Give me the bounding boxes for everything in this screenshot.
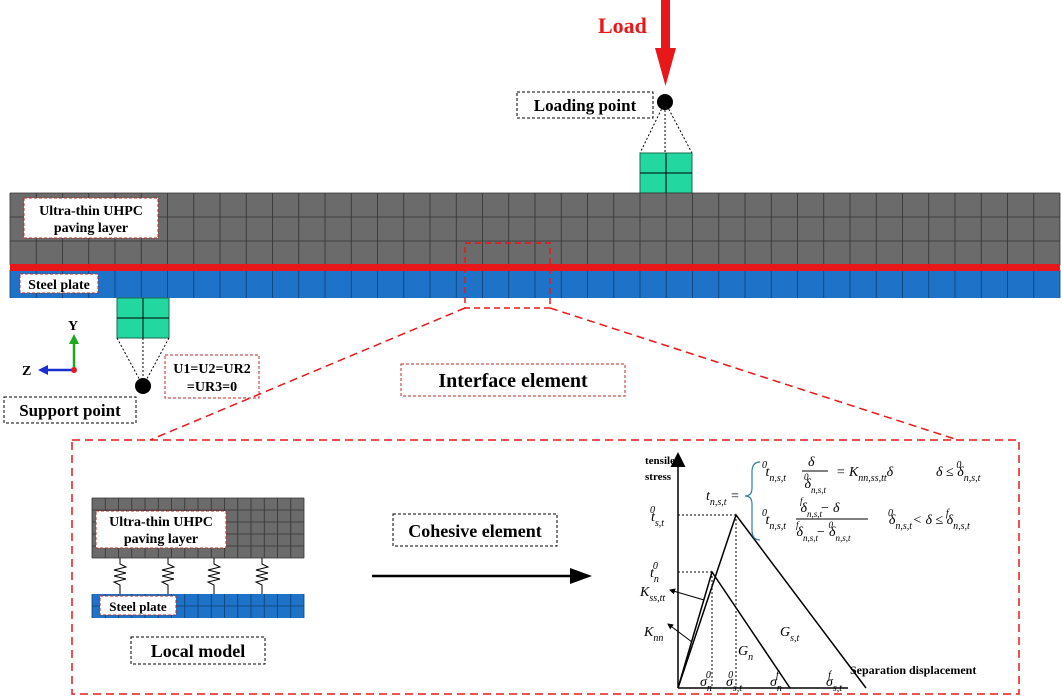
graph-xlabel: Separation displacement — [850, 663, 976, 677]
svg-text:σn0: σn0 — [700, 670, 712, 694]
local-steel-label-box — [99, 595, 177, 616]
loading-point-label: Loading point — [534, 96, 637, 115]
beam-mesh-grid — [9, 192, 1061, 298]
beam-uhpc-label-line1: Ultra-thin UHPC — [39, 204, 143, 219]
support-point-box — [3, 396, 137, 424]
support-point-label: Support point — [19, 401, 121, 420]
cohesive-spring — [112, 558, 128, 594]
axis-z-label: Z — [22, 364, 31, 379]
local-uhpc-label-line2: paving layer — [124, 532, 198, 547]
cohesive-spring — [206, 558, 222, 594]
interface-element-box — [400, 363, 626, 397]
interface-element-label: Interface element — [438, 370, 588, 392]
axis-y-label: Y — [68, 319, 78, 334]
beam-uhpc-label-line2: paving layer — [54, 221, 128, 236]
load-label: Load — [598, 13, 647, 38]
graph-ylabel-line2: stress — [645, 471, 672, 483]
cohesive-element-label: Cohesive element — [408, 521, 541, 541]
svg-text:σnf: σnf — [770, 670, 782, 694]
local-model-label: Local model — [151, 641, 246, 661]
interface-layer — [10, 264, 1060, 271]
local-uhpc-label-box — [95, 510, 227, 549]
loading-point-box — [516, 91, 654, 119]
svg-text:δ: δ — [808, 455, 815, 470]
load-arrow — [655, 0, 676, 86]
cohesive-spring — [160, 558, 176, 594]
boundary-condition-line1: U1=U2=UR2 — [173, 362, 250, 377]
axes-triad — [38, 334, 79, 375]
zoom-guide-right — [549, 307, 959, 441]
load-pad — [639, 152, 693, 194]
cohesive-element-box — [392, 513, 558, 547]
support-point-marker — [135, 378, 151, 394]
loading-point-lines — [639, 101, 693, 154]
boundary-condition-line2: =UR3=0 — [187, 380, 237, 395]
support-pad — [116, 297, 170, 339]
local-uhpc-label-line1: Ultra-thin UHPC — [109, 515, 213, 530]
beam-uhpc-label-box — [23, 197, 159, 239]
local-steel-label: Steel plate — [109, 599, 167, 614]
boundary-condition-box — [164, 354, 260, 399]
cohesive-spring — [254, 558, 270, 594]
graph-ylabel-line1: tensile — [645, 455, 675, 467]
cohesive-arrow-head — [570, 568, 592, 584]
zoom-guide-left — [149, 307, 466, 441]
local-model-box — [130, 636, 266, 665]
traction-graph — [667, 452, 867, 689]
beam-steel-label: Steel plate — [28, 278, 90, 293]
interface-zoom-box — [464, 242, 551, 309]
beam-steel-label-box — [19, 273, 99, 294]
